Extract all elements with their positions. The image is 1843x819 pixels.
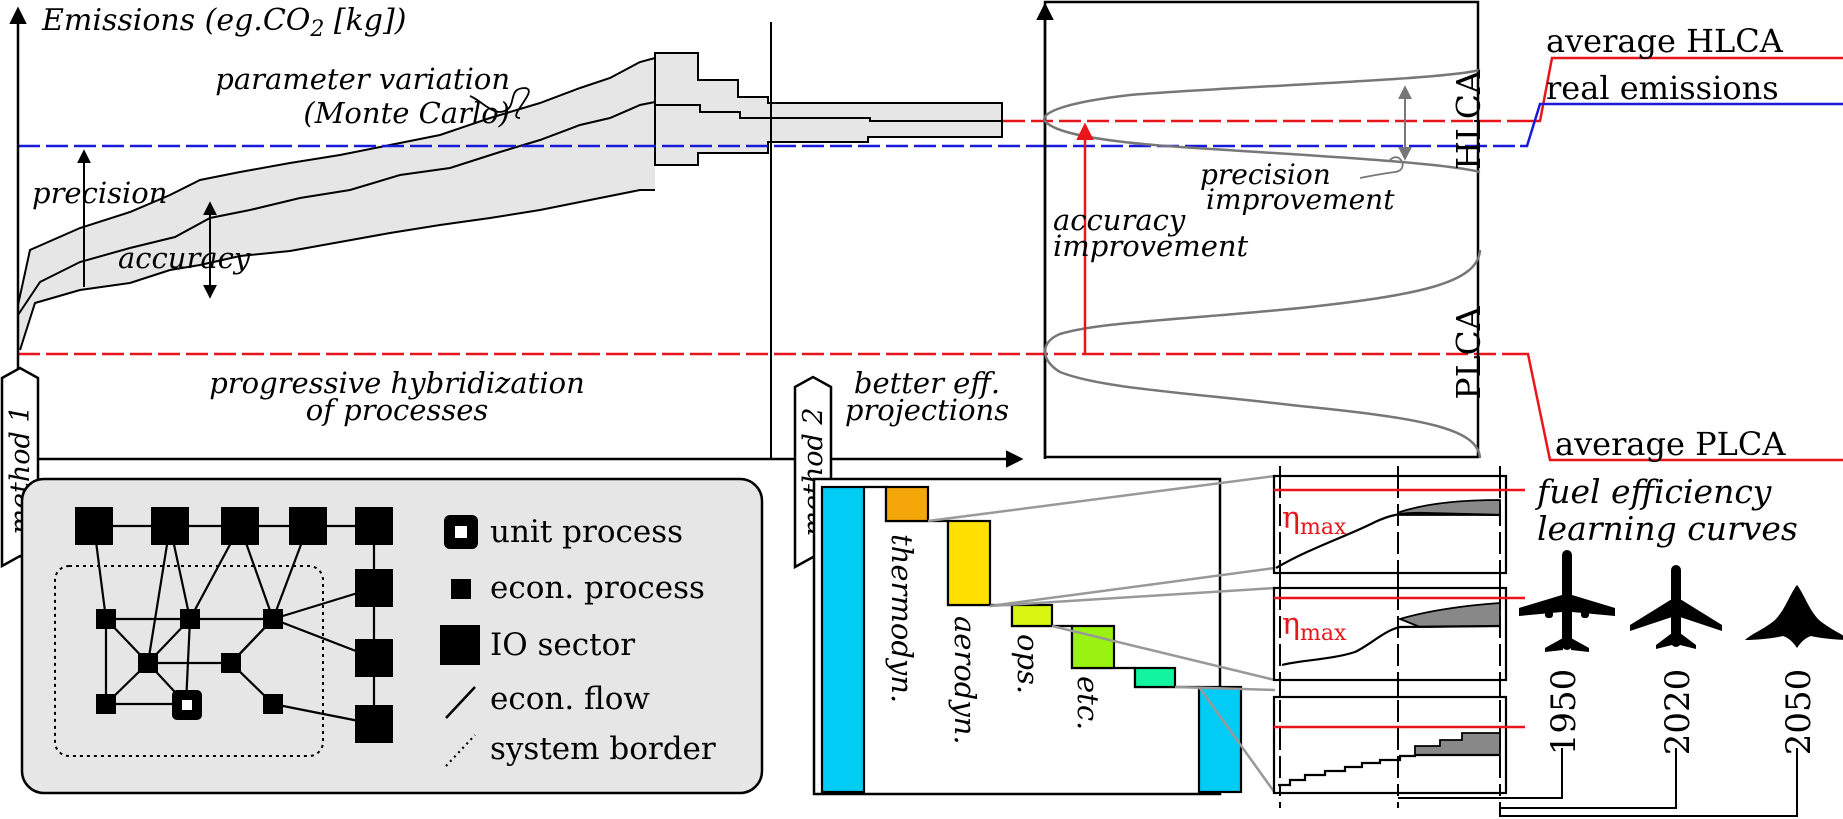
block-extra (1133, 666, 1177, 689)
learning-panel-1 (1272, 474, 1508, 575)
legend-system-border: system border (445, 731, 716, 767)
eta-max-label-1: ηmax (1282, 501, 1347, 540)
network-panel: unit process econ. process IO sector eco… (20, 477, 764, 795)
network-panel-background (20, 477, 764, 795)
average-plca-line (1520, 352, 1843, 462)
matrix-frame (812, 477, 1222, 796)
plca-label: PLCA (1449, 305, 1488, 399)
econ-processes (96, 609, 283, 714)
monte-carlo-label: (Monte Carlo) (303, 96, 510, 130)
aircraft-2020-icon (1630, 565, 1722, 649)
block-thermodyn (884, 485, 930, 523)
learning-curves: ηmax ηmax fuel efficiency learning curve… (1272, 466, 1843, 817)
precision-label: precision (32, 176, 167, 210)
econ-process-label: econ. process (490, 570, 705, 606)
hlca-label: HLCA (1449, 69, 1488, 170)
io-block-left (820, 485, 866, 794)
year-2020: 2020 (1658, 669, 1698, 756)
io-sector-icon (440, 625, 480, 665)
unit-process-icon (444, 515, 478, 549)
year-1950: 1950 (1544, 669, 1584, 756)
eta-max-label-2: ηmax (1282, 607, 1347, 646)
average-plca-label: average PLCA (1555, 425, 1786, 463)
accuracy-improvement-label-1: accuracy (1053, 203, 1186, 237)
average-hlca-line (1520, 56, 1843, 123)
projection-middle-line (655, 104, 1002, 122)
hybridization-label-1: progressive hybridization (209, 366, 585, 400)
hybridization-label-2: of processes (306, 393, 489, 427)
real-emissions-label: real emissions (1546, 69, 1779, 107)
system-border (54, 565, 324, 757)
precision-improvement-label-1: precision (1200, 158, 1331, 191)
learning-curve-2 (1281, 624, 1501, 667)
year-connectors (1398, 748, 1798, 817)
hlca-distribution-curve (1043, 68, 1481, 174)
better-eff-label-2: projections (845, 393, 1009, 427)
block-aerodyn (946, 519, 992, 607)
io-block-right (1197, 685, 1243, 794)
precision-improvement-pointer (1359, 156, 1404, 179)
better-eff-label-1: better eff. (854, 366, 1000, 400)
band-middle-line (17, 101, 656, 316)
legend-unit-process: unit process (444, 514, 683, 550)
etc-label: etc. (1071, 676, 1105, 730)
unit-process-label: unit process (490, 514, 683, 550)
y-axis-label: Emissions (eg.CO2 [kg]) (41, 3, 406, 42)
right-legend: average HLCA real emissions average PLCA (1520, 22, 1843, 463)
main-plot: Emissions (eg.CO2 [kg]) parameter variat… (9, 3, 1520, 468)
io-sectors (75, 507, 393, 743)
io-sector-label: IO sector (490, 627, 635, 663)
learning-curve-3 (1278, 753, 1500, 787)
block-ops (1010, 603, 1054, 628)
accuracy-improvement-label-2: improvement (1053, 229, 1249, 263)
learning-curve-1-shade (1399, 499, 1501, 516)
plca-distribution-curve (1043, 249, 1482, 459)
param-variation-label: parameter variation (215, 62, 510, 96)
aerodyn-label: aerodyn. (948, 616, 982, 745)
legend-econ-process: econ. process (451, 570, 705, 606)
ops-label: ops. (1011, 634, 1045, 694)
accuracy-label: accuracy (118, 241, 251, 275)
learning-title-1: fuel efficiency (1534, 472, 1772, 511)
learning-curve-2-shade (1397, 602, 1501, 628)
unit-process-node (172, 690, 202, 720)
legend-io-sector: IO sector (440, 625, 635, 665)
thermodyn-label: thermodyn. (885, 534, 919, 703)
aircraft-1950-icon (1519, 550, 1615, 652)
learning-title-2: learning curves (1537, 509, 1798, 548)
matrix-connectors (927, 474, 1277, 794)
band-upper-line (17, 57, 656, 306)
learning-curve-1 (1275, 511, 1501, 569)
real-emissions-line (1520, 102, 1843, 148)
distribution-panel: HLCA PLCA precision improvement accuracy… (1036, 0, 1488, 459)
matrix-panel: thermodyn. aerodyn. ops. etc. (812, 474, 1277, 796)
legend-econ-flow: econ. flow (445, 681, 650, 719)
econ-flow-label: econ. flow (490, 681, 650, 717)
average-hlca-label: average HLCA (1546, 22, 1784, 60)
param-variation-pointer (469, 87, 530, 119)
uncertainty-band (18, 58, 655, 350)
projection-band (654, 52, 1003, 166)
econ-process-icon (451, 579, 471, 599)
year-2050: 2050 (1779, 669, 1819, 756)
system-border-label: system border (490, 731, 716, 767)
system-border-icon (445, 734, 476, 767)
aircraft-2050-icon (1745, 585, 1843, 648)
econ-flow-icon (445, 686, 476, 719)
precision-improvement-label-2: improvement (1206, 183, 1395, 216)
learning-panel-2 (1272, 586, 1508, 682)
band-lower-line (19, 189, 655, 351)
